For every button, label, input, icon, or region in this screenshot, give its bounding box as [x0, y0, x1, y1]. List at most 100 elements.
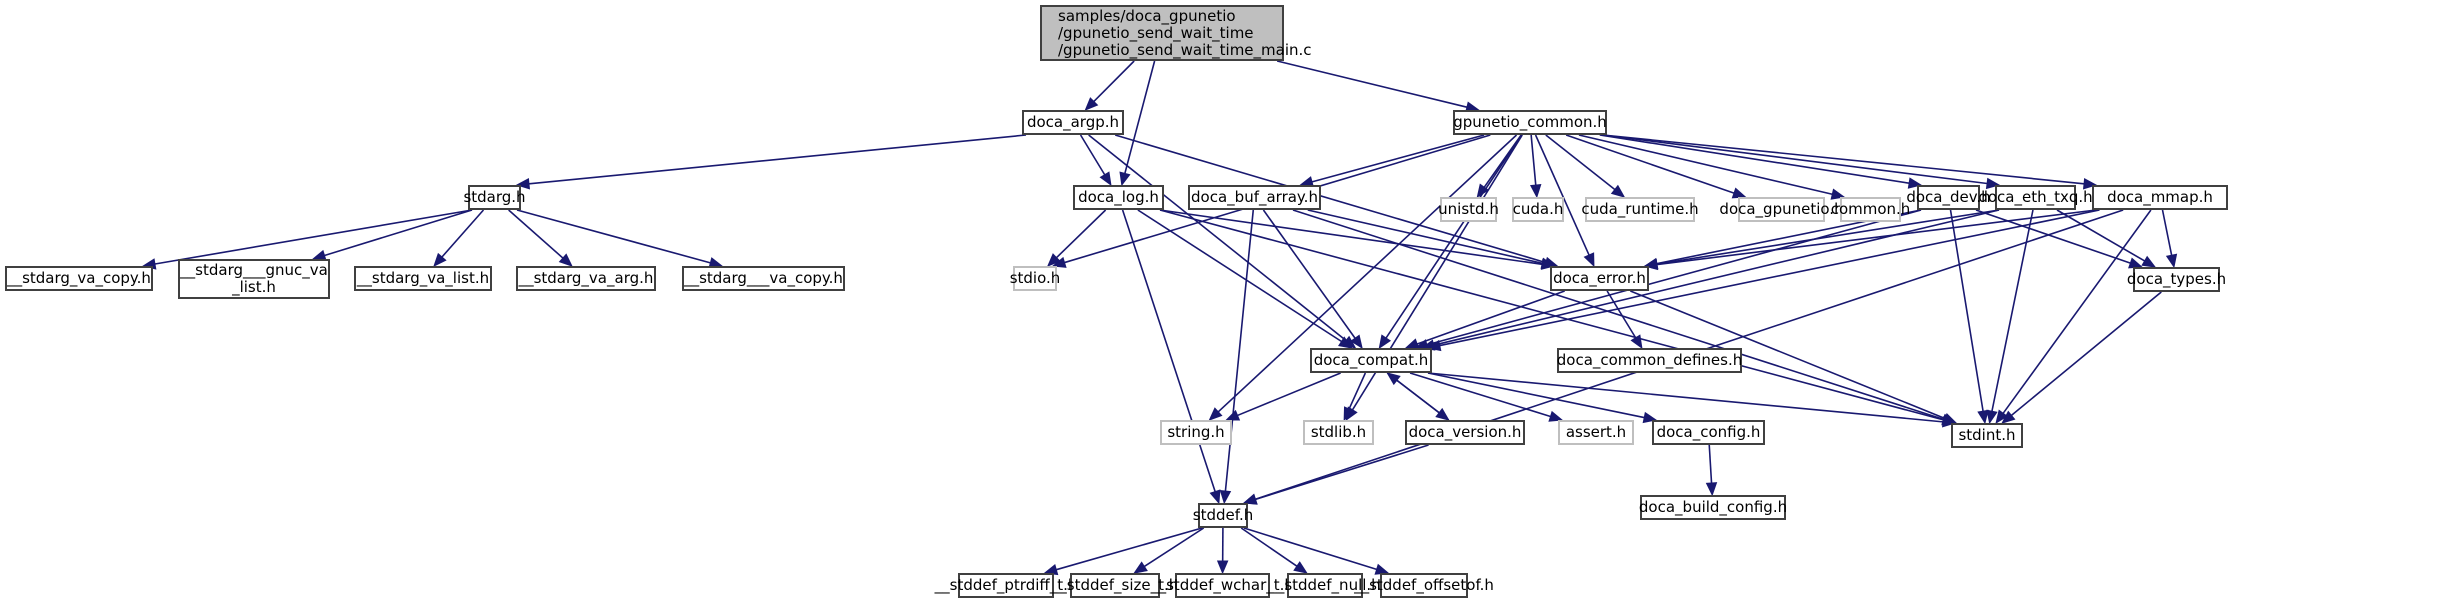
- edge-gcommon-to-dev: [1599, 134, 1910, 184]
- edge-bufarr-to-stddef: [1224, 209, 1255, 492]
- edge-version-to-compat: [1396, 379, 1450, 421]
- edge-stdarg-to-sva_list: [441, 209, 485, 258]
- arrowhead-main-to-log: [1119, 171, 1131, 187]
- node-cudart: cuda_runtime.h: [1581, 197, 1699, 222]
- node-buildcfg[interactable]: doca_build_config.h: [1639, 495, 1787, 520]
- node-wchar[interactable]: __stddef_wchar_t.h: [1151, 573, 1294, 598]
- edge-bufarr-to-error: [1307, 209, 1543, 265]
- node-size_t[interactable]: __stddef_size_t.h: [1052, 573, 1178, 598]
- node-ethtxq[interactable]: doca_eth_txq.h: [1978, 185, 2093, 210]
- node-version[interactable]: doca_version.h: [1405, 420, 1525, 445]
- edge-stdarg-to-sva_arg: [508, 209, 564, 259]
- node-sva_copy[interactable]: __stdarg_va_copy.h: [5, 266, 153, 291]
- arrowhead-error-to-cdefs: [1630, 334, 1643, 350]
- edge-stddef-to-ptrdiff: [1056, 527, 1203, 571]
- arrowhead-version-to-stddef: [1242, 493, 1258, 505]
- edge-mmap-to-stdint: [2002, 209, 2152, 414]
- node-error[interactable]: doca_error.h: [1550, 266, 1649, 291]
- edge-dev-to-compat: [1426, 209, 1922, 346]
- edge-gcommon-to-cuda: [1530, 134, 1537, 186]
- arrowhead-gcommon-to-mmap: [2082, 178, 2098, 190]
- edge-error-to-cdefs: [1606, 290, 1637, 339]
- node-bufarr[interactable]: doca_buf_array.h: [1188, 185, 1321, 210]
- arrowhead-bufarr-to-stddef: [1219, 489, 1232, 505]
- node-sva_list[interactable]: __stdarg_va_list.h: [354, 266, 492, 291]
- edge-main-to-gcommon: [1276, 60, 1468, 108]
- edge-gcommon-to-error: [1534, 134, 1590, 256]
- arrowhead-ethtxq-to-stdint: [1986, 409, 1998, 425]
- arrowhead-gcommon-to-cudart: [1610, 184, 1626, 198]
- arrowhead-log-to-stdio: [1046, 253, 1061, 267]
- arrowhead-gcommon-to-error: [1583, 252, 1595, 268]
- edge-argp-to-log: [1079, 134, 1106, 176]
- node-mmap[interactable]: doca_mmap.h: [2092, 185, 2228, 210]
- node-dgpunetio: doca_gpunetio.h: [1719, 197, 1844, 222]
- edge-mmap-to-compat: [1439, 209, 2100, 347]
- edge-bufarr-to-stdint: [1292, 209, 1944, 421]
- node-sva_arg[interactable]: __stdarg_va_arg.h: [516, 266, 656, 291]
- edge-log-to-compat: [1137, 209, 1342, 343]
- arrowhead-mmap-to-error: [1643, 258, 1659, 271]
- edge-log-to-stdio: [1055, 209, 1107, 259]
- edge-error-to-compat: [1416, 290, 1565, 345]
- edge-stdarg-to-sva_copy: [154, 209, 473, 265]
- node-config[interactable]: doca_config.h: [1652, 420, 1765, 445]
- arrowhead-dev-to-stdint: [1977, 409, 1989, 425]
- edge-ethtxq-to-error: [1656, 209, 2000, 265]
- edge-main-to-argp: [1093, 60, 1135, 103]
- edge-ethtxq-to-compat: [1433, 209, 2000, 346]
- edge-compat-to-config: [1427, 372, 1645, 419]
- arrowhead-gcommon-to-string: [1208, 407, 1223, 421]
- edge-dev-to-types: [1975, 209, 2131, 264]
- node-types[interactable]: doca_types.h: [2127, 267, 2226, 292]
- edge-stddef-to-null: [1240, 527, 1298, 567]
- edge-gcommon-to-dgpunetio: [1565, 134, 1735, 194]
- node-stddef[interactable]: stddef.h: [1193, 503, 1253, 528]
- edge-config-to-buildcfg: [1708, 444, 1713, 484]
- arrowhead-gcommon-to-cuda: [1529, 184, 1542, 199]
- node-stdarg[interactable]: stdarg.h: [463, 185, 526, 210]
- arrowhead-stddef-to-wchar: [1216, 560, 1229, 575]
- edge-error-to-stdint: [1630, 290, 1946, 420]
- edge-ethtxq-to-stdint: [1991, 209, 2034, 412]
- arrowhead-mmap-to-stdint: [1995, 409, 2009, 425]
- arrowhead-gcommon-to-compat: [1378, 334, 1392, 350]
- node-gcommon[interactable]: gpunetio_common.h: [1453, 110, 1607, 135]
- arrowhead-bufarr-to-compat: [1350, 334, 1363, 350]
- arrowhead-types-to-stdint: [2001, 410, 2016, 424]
- node-unistd: unistd.h: [1438, 197, 1499, 222]
- edge-stddef-to-offsetof: [1243, 527, 1377, 571]
- arrowhead-compat-to-stdlib: [1343, 406, 1355, 422]
- node-offsetof[interactable]: __stddef_offsetof.h: [1354, 573, 1494, 598]
- arrowhead-version-to-compat: [1386, 372, 1401, 386]
- node-main: samples/doca_gpunetio /gpunetio_send_wai…: [1040, 5, 1312, 61]
- arrowhead-stdarg-to-sva_arg: [558, 253, 573, 267]
- edge-compat-to-stdlib: [1348, 372, 1367, 410]
- edge-ethtxq-to-types: [2056, 209, 2146, 262]
- edge-gcommon-to-cudart: [1545, 134, 1616, 191]
- edge-gcommon-to-compat: [1385, 134, 1523, 339]
- node-dev[interactable]: doca_dev.h: [1906, 185, 1991, 210]
- edge-gcommon-to-mmap: [1602, 134, 2085, 185]
- node-stdint[interactable]: stdint.h: [1951, 423, 2023, 448]
- arrowhead-log-to-compat: [1338, 336, 1353, 349]
- edge-gcommon-to-string: [1217, 134, 1518, 413]
- node-cdefs[interactable]: doca_common_defines.h: [1557, 348, 1742, 373]
- arrowhead-mmap-to-types: [2165, 253, 2178, 269]
- edge-gcommon-to-common: [1578, 134, 1833, 196]
- node-log[interactable]: doca_log.h: [1073, 185, 1164, 210]
- node-argp[interactable]: doca_argp.h: [1022, 110, 1124, 135]
- node-ptrdiff[interactable]: __stddef_ptrdiff_t.h: [935, 573, 1077, 598]
- node-sgnuc[interactable]: __stdarg___gnuc_va _list.h: [178, 259, 330, 299]
- arrowhead-compat-to-string: [1225, 409, 1241, 421]
- edge-argp-to-error: [1114, 134, 1547, 264]
- edge-mmap-to-types: [2161, 209, 2173, 256]
- node-null[interactable]: __stddef_null.h: [1269, 573, 1381, 598]
- edge-argp-to-compat: [1088, 134, 1347, 342]
- arrowhead-log-to-stddef: [1209, 489, 1221, 505]
- node-s__va_copy[interactable]: __stdarg___va_copy.h: [682, 266, 845, 291]
- edge-gcommon-to-ethtxq: [1602, 134, 1988, 185]
- edge-dev-to-stdint: [1949, 209, 1984, 412]
- node-compat[interactable]: doca_compat.h: [1310, 348, 1432, 373]
